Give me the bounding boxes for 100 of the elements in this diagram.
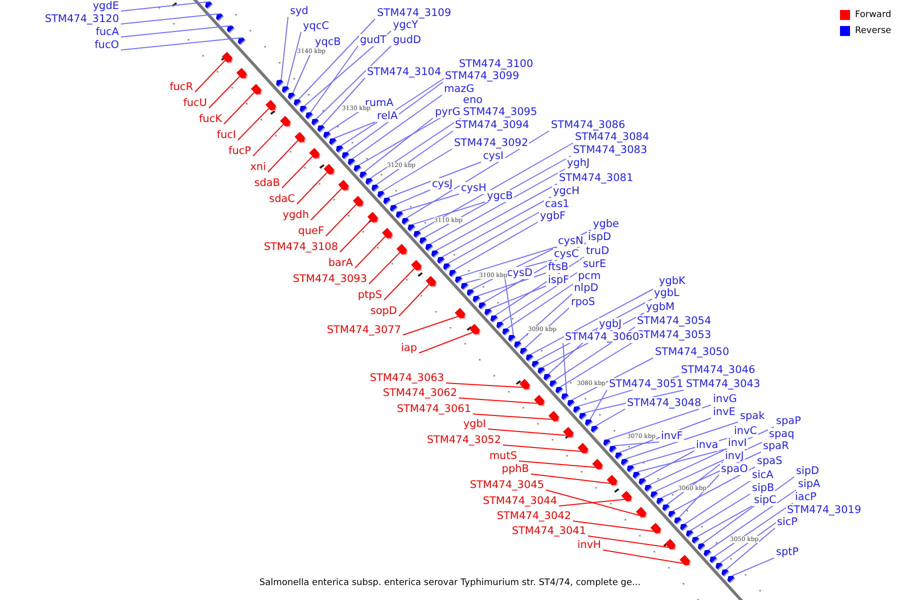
leader-line — [388, 162, 482, 198]
leader-line — [400, 194, 460, 212]
gene-block — [680, 524, 688, 532]
gene-block — [508, 334, 516, 342]
gene-block — [312, 118, 320, 126]
gene-block — [396, 211, 404, 219]
gene-label: cysH — [460, 182, 488, 194]
leader-line — [296, 172, 328, 204]
gene-block — [414, 230, 422, 238]
gene-block — [609, 446, 617, 454]
gene-label: fucI — [216, 129, 237, 141]
gene-block — [382, 228, 394, 240]
gene-block — [626, 465, 635, 473]
gene-label: eno — [462, 94, 484, 106]
leader-line — [518, 460, 596, 468]
gene-block — [306, 112, 314, 120]
gene-block — [550, 380, 558, 388]
leader-line — [252, 124, 284, 156]
gene-label: ygcB — [486, 190, 514, 202]
leader-line — [458, 398, 538, 404]
gene-block — [276, 80, 284, 88]
gene-block — [563, 426, 574, 438]
gene-block — [469, 324, 481, 336]
gene-label: STM474_3077 — [326, 324, 402, 336]
gene-label: fucP — [228, 145, 252, 157]
leader-line — [572, 520, 654, 532]
leader-line — [194, 60, 226, 92]
leader-line — [546, 490, 640, 516]
leader-line — [238, 108, 270, 140]
gene-block — [472, 296, 481, 304]
gene-block — [372, 184, 380, 192]
gene-label: yqcC — [302, 20, 330, 32]
gene-label: invI — [727, 437, 748, 449]
gene-label: ispD — [587, 231, 612, 243]
caption: Salmonella enterica subsp. enterica serovar Typhimurium str. ST4/74, complete ge... — [258, 577, 642, 589]
gene-block — [686, 530, 694, 538]
gene-label: sicA — [751, 469, 774, 481]
leader-line — [726, 528, 776, 570]
leader-line — [352, 94, 442, 160]
leader-line — [678, 474, 720, 518]
leader-line — [376, 130, 454, 185]
gene-block — [590, 426, 599, 434]
gene-label: pphB — [500, 463, 530, 475]
gene-label: relA — [376, 110, 399, 122]
gene-label: invC — [733, 425, 758, 437]
gene-block — [360, 172, 368, 180]
gene-block — [484, 308, 492, 316]
leader-line — [620, 418, 712, 453]
gene-label: ygcH — [552, 185, 581, 197]
gene-block — [226, 26, 235, 34]
gene-label: yqcB — [314, 36, 342, 48]
gene-block — [615, 452, 623, 460]
gene-label: cysJ — [431, 178, 454, 190]
gene-block — [216, 14, 224, 22]
gene-block — [592, 458, 604, 470]
leader-line — [446, 382, 524, 388]
gene-block — [665, 538, 676, 550]
gene-block — [338, 180, 350, 192]
leader-line — [326, 204, 357, 236]
gene-label: sdaC — [268, 193, 296, 205]
gene-label: pcm — [577, 270, 602, 282]
gene-label: spaR — [762, 440, 790, 452]
gene-label: STM474_3120 — [44, 13, 120, 25]
gene-block — [650, 491, 658, 499]
gene-label: inva — [695, 439, 720, 451]
gene-label: gudD — [392, 34, 422, 46]
gene-block — [727, 576, 736, 584]
leader-line — [436, 184, 558, 251]
leader-line — [120, 1, 211, 12]
leader-line — [460, 246, 556, 277]
gene-block — [280, 116, 292, 128]
gene-block — [348, 158, 356, 166]
gene-block — [698, 543, 706, 551]
gene-block — [396, 244, 408, 256]
gene-block — [323, 132, 332, 140]
gene-label: ispF — [547, 274, 570, 286]
gene-label: STM474_3092 — [453, 137, 530, 149]
gene-label: STM474_3109 — [376, 7, 452, 19]
leader-line — [310, 46, 358, 113]
gene-block — [579, 412, 587, 420]
gene-block — [692, 536, 700, 544]
gene-block — [544, 374, 552, 382]
gene-label: STM474_3043 — [685, 378, 762, 390]
gene-block — [578, 442, 589, 454]
leader-line — [418, 332, 474, 354]
leader-line — [696, 506, 752, 538]
gene-block — [408, 224, 416, 232]
gene-label: fucU — [182, 97, 208, 109]
gene-label: rpoS — [570, 296, 596, 308]
leader-line — [638, 448, 726, 472]
gene-label: STM474_3093 — [292, 273, 368, 285]
gene-label: gudT — [359, 34, 388, 46]
leader-line — [280, 16, 288, 80]
gene-label: ygdh — [282, 209, 310, 221]
gene-label: cysC — [553, 248, 580, 260]
gene-label: pyrG — [434, 106, 462, 118]
gene-label: fucK — [198, 113, 223, 125]
gene-label: STM474_3062 — [382, 387, 458, 399]
gene-label: STM474_3095 — [462, 106, 538, 118]
leader-line — [322, 78, 366, 126]
